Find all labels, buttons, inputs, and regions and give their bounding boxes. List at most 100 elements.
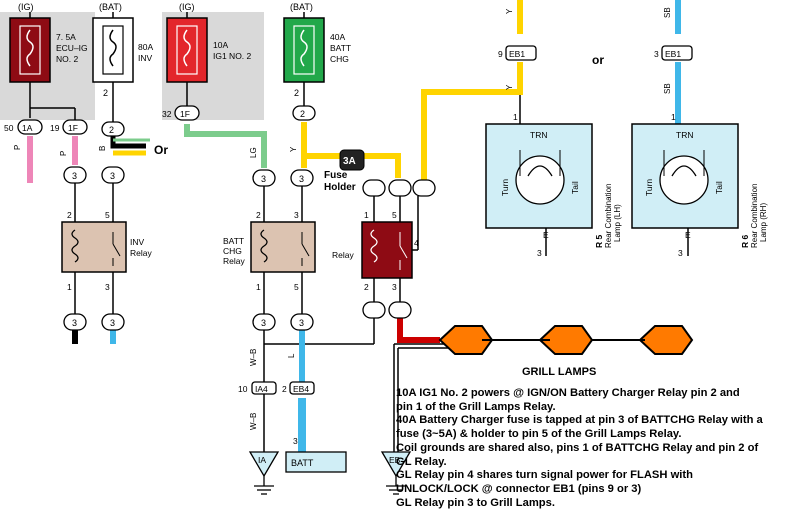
wire-label-y-3: Y [505, 84, 514, 90]
batt-pin-1: 1 [256, 282, 261, 292]
conn-1f-ig1-label: 1F [180, 109, 190, 119]
connector-2-inv [101, 121, 125, 137]
node-3-e: 3 [72, 318, 77, 328]
note-line-6: GL Relay. [396, 455, 447, 468]
conn-9-pin: 9 [498, 49, 503, 59]
grill-pin-5: 5 [392, 210, 397, 220]
node-3-g: 3 [261, 318, 266, 328]
fuse1-label-2: ECU–IG [56, 43, 88, 53]
node-3-f: 3 [110, 318, 115, 328]
grill-pin-2: 2 [364, 282, 369, 292]
wire-green-lg [184, 124, 267, 168]
rear-combination-lamp-rh [631, 123, 739, 229]
conn-1a-label: 1A [22, 123, 33, 133]
connector-50-1a [17, 119, 43, 135]
wire-label-y-2: Y [505, 8, 514, 14]
r6-code: R 6 [740, 235, 750, 249]
fuse-7-5a-ecu-ig [9, 12, 51, 83]
r5-code: R 5 [594, 235, 604, 249]
inv-relay [61, 221, 127, 273]
note-line-2: pin 1 of the Grill Lamps Relay. [396, 400, 556, 413]
inv-pin-3: 3 [105, 282, 110, 292]
r6-pin-1: 1 [671, 112, 676, 122]
wire-yellow-turn-lower [421, 62, 523, 180]
note-line-9: GL Relay pin 3 to Grill Lamps. [396, 496, 555, 509]
fuse3-supply: (IG) [179, 2, 195, 12]
grill-pin-1: 1 [364, 210, 369, 220]
fuse-holder-label-2: Holder [324, 182, 356, 193]
connector-2-batt [292, 105, 316, 121]
note-line-7: GL Relay pin 4 shares turn signal power … [396, 469, 693, 482]
connector-3-nodes [63, 166, 436, 331]
conn-19-pin: 19 [50, 123, 60, 133]
r5-pin-3: 3 [537, 248, 542, 258]
fuse1-supply: (IG) [18, 2, 34, 12]
connector-eb1-left [505, 45, 537, 61]
connector-32-1f [174, 105, 200, 121]
batt-relay-label-2: CHG [223, 246, 242, 256]
wire-red [397, 318, 440, 343]
fuse2-supply: (BAT) [99, 2, 122, 12]
conn-eb1-left-label: EB1 [509, 49, 525, 59]
batt-pin-3: 3 [294, 210, 299, 220]
fuse3-label-1: 10A [213, 40, 228, 50]
or-label-left: Or [154, 143, 168, 157]
r6-tail: Tail [714, 181, 724, 194]
connector-eb4 [289, 381, 315, 395]
r5-tail: Tail [570, 181, 580, 194]
r5-e: E [543, 230, 549, 240]
rear-combination-lamp-lh [485, 123, 593, 229]
batt-pin-2: 2 [256, 210, 261, 220]
note-line-4: fuse (3~5A) & holder to pin 5 of the Gri… [396, 428, 682, 441]
node-3-h: 3 [299, 318, 304, 328]
node-3-c: 3 [261, 174, 266, 184]
fuse-40a-batt-chg [283, 12, 325, 83]
fuse-10a-ig1 [166, 12, 208, 83]
wire-label-l: L [287, 353, 296, 358]
wire-label-wb-2: W–B [249, 413, 258, 430]
connector-eb1-right [661, 45, 693, 61]
fuse-holder-3a [339, 149, 365, 171]
grill-lamps-label: GRILL LAMPS [522, 366, 596, 378]
r6-e: E [685, 230, 691, 240]
wire-yellow-fuse-holder [304, 153, 401, 178]
connector-ia4 [251, 381, 277, 395]
inv-relay-label-1: INV [130, 237, 145, 247]
conn-2-eb4-pin: 2 [282, 384, 287, 394]
grill-lamps [438, 325, 694, 355]
pin-2-fuse-batt: 2 [294, 88, 299, 98]
r6-name-2: Lamp (RH) [759, 203, 768, 242]
ground-ia-symbol [248, 451, 280, 495]
r5-name-2: Lamp (LH) [613, 204, 622, 242]
conn-32-pin: 32 [162, 109, 172, 119]
grill-pin-4: 4 [414, 238, 419, 248]
batt-chg-relay [250, 221, 316, 273]
conn-1f-label: 1F [68, 123, 78, 133]
r5-turn: Turn [500, 179, 510, 196]
conn-2-batt-label: 2 [300, 109, 305, 119]
conn-eb4-label: EB4 [293, 384, 309, 394]
ground-eb-label: EB [389, 455, 401, 465]
inv-relay-label-2: Relay [130, 248, 152, 258]
note-line-1: 10A IG1 No. 2 powers @ IGN/ON Battery Ch… [396, 387, 740, 399]
node-3-d: 3 [299, 174, 304, 184]
wire-label-y-1: Y [289, 146, 298, 152]
wire-label-sb-1: SB [663, 7, 672, 18]
fuse2-label-1: 80A [138, 42, 153, 52]
or-label-right: or [592, 53, 604, 67]
r6-pin-3: 3 [678, 248, 683, 258]
grill-relay [361, 221, 413, 279]
r5-trn: TRN [530, 130, 547, 140]
r6-turn: Turn [644, 179, 654, 196]
grill-pin-3: 3 [392, 282, 397, 292]
pin-2-fuse-inv: 2 [103, 88, 108, 98]
r6-name-1: Rear Combination [750, 184, 759, 248]
ground-ia-label: IA [258, 455, 266, 465]
ground-eb-symbol [380, 451, 412, 495]
wire-label-p-1: P [13, 145, 22, 150]
connector-19-1f [62, 119, 88, 135]
conn-2-inv-label: 2 [109, 125, 114, 135]
wire-label-wb-1: W–B [249, 349, 258, 366]
conn-10-pin: 10 [238, 384, 248, 394]
